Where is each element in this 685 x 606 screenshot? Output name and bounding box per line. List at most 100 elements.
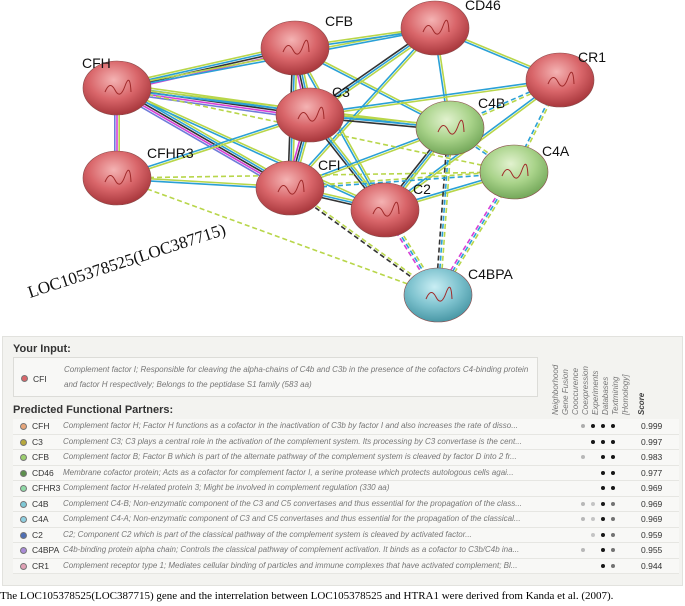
locus-label: LOC105378525(LOC387715) <box>25 220 228 302</box>
node-bubble[interactable] <box>275 87 345 143</box>
evidence-dot <box>611 517 615 521</box>
edge-C4B-C4BPA[interactable] <box>439 128 453 296</box>
partner-description: Complement C3; C3 plays a central role i… <box>63 436 522 446</box>
node-cfb[interactable]: CFB <box>260 13 353 76</box>
column-header: Databases <box>601 376 610 415</box>
edge-CFI-C4A[interactable] <box>290 172 515 190</box>
partner-row[interactable]: C2 C2; Component C2 which is part of the … <box>13 527 679 543</box>
evidence-dot <box>601 486 605 490</box>
node-c4bpa[interactable]: C4BPA <box>403 266 514 323</box>
edge-C4B-C4BPA[interactable] <box>437 127 451 296</box>
node-c4a[interactable]: C4A <box>479 143 570 200</box>
edge-C4B-C4BPA[interactable] <box>435 127 449 295</box>
edge-CR1-C3[interactable] <box>310 80 561 117</box>
edge-CFI-C4A[interactable] <box>289 170 514 188</box>
evidence-dot <box>581 455 585 459</box>
edge-CR1-C3[interactable] <box>309 78 560 115</box>
edge-C3-CFHR3[interactable] <box>116 113 310 178</box>
node-cfh[interactable]: CFH <box>82 55 152 116</box>
partner-gene: CFH <box>32 421 50 431</box>
node-label: CFB <box>325 13 353 29</box>
node-bubble[interactable] <box>525 52 595 108</box>
node-label: C2 <box>413 181 431 197</box>
node-c2[interactable]: C2 <box>350 181 431 238</box>
partner-score: 0.997 <box>641 436 663 447</box>
node-cd46[interactable]: CD46 <box>400 0 501 56</box>
node-bubble[interactable] <box>400 0 470 56</box>
evidence-dot <box>611 424 615 428</box>
edge-CFH-CFI[interactable] <box>116 87 291 189</box>
evidence-dot <box>601 439 605 444</box>
edge-C3-CFHR3[interactable] <box>117 115 311 180</box>
node-bubble[interactable] <box>255 160 325 216</box>
evidence-dot <box>591 517 595 521</box>
edge-CFH-CFI[interactable] <box>115 89 290 191</box>
partner-score: 0.969 <box>641 483 663 493</box>
partner-score: 0.977 <box>641 467 663 478</box>
evidence-dot <box>601 424 605 428</box>
node-label: CFHR3 <box>147 145 194 161</box>
node-bubble[interactable] <box>82 60 152 116</box>
evidence-dot <box>611 486 615 490</box>
protein-dot-icon <box>20 547 27 554</box>
structure-icon <box>277 179 305 195</box>
column-header: Cooccurence <box>571 367 580 415</box>
partner-score: 0.944 <box>641 560 663 571</box>
partner-description: Membrane cofactor protein; Acts as a cof… <box>63 467 514 477</box>
evidence-dot <box>601 548 605 552</box>
protein-dot-icon <box>20 562 27 570</box>
edge-CFHR3-C4BPA[interactable] <box>116 177 439 296</box>
protein-dot-icon <box>20 516 27 523</box>
edge-CFH-CFI[interactable] <box>114 91 289 193</box>
partner-gene: C2 <box>32 529 43 540</box>
node-bubble[interactable] <box>403 267 473 323</box>
evidence-dot <box>611 501 615 506</box>
evidence-dot <box>581 548 585 552</box>
structure-icon <box>282 39 310 55</box>
input-protein[interactable]: CFI Complement factor I; Responsible for… <box>13 357 538 397</box>
edge-CFB-C2[interactable] <box>295 47 387 210</box>
protein-dot-icon <box>20 438 27 446</box>
protein-dot-icon <box>20 500 27 508</box>
evidence-dot <box>601 517 605 521</box>
partner-description: C4b-binding protein alpha chain; Control… <box>63 545 520 554</box>
node-bubble[interactable] <box>82 150 152 206</box>
evidence-dot <box>601 455 605 459</box>
edge-CFHR3-C4A[interactable] <box>116 171 515 179</box>
node-cfhr3[interactable]: CFHR3 <box>82 145 194 206</box>
partner-gene: C4A <box>32 514 49 524</box>
partner-gene: CFB <box>32 452 49 462</box>
node-label: CR1 <box>578 49 606 65</box>
node-bubble[interactable] <box>479 144 549 200</box>
column-header: Neighborhood <box>551 364 560 415</box>
node-bubble[interactable] <box>415 100 485 156</box>
node-label: CD46 <box>465 0 501 13</box>
protein-dot-icon <box>20 454 27 461</box>
node-cfi[interactable]: CFI <box>255 157 341 216</box>
structure-icon <box>104 79 132 95</box>
evidence-dot <box>591 532 595 537</box>
protein-dot-icon <box>21 375 28 382</box>
protein-dot-icon <box>20 469 27 477</box>
edge-CFH-C2[interactable] <box>116 88 385 212</box>
partner-score: 0.969 <box>641 514 663 524</box>
node-label: C4B <box>478 95 505 111</box>
node-c3[interactable]: C3 <box>275 84 350 143</box>
edge-CFH-C2[interactable] <box>117 86 386 210</box>
evidence-dot <box>611 439 615 444</box>
node-cr1[interactable]: CR1 <box>525 49 606 108</box>
node-bubble[interactable] <box>260 20 330 76</box>
node-c4b[interactable]: C4B <box>415 95 505 156</box>
node-label: CFH <box>82 55 111 71</box>
partner-description: C2; Component C2 which is part of the cl… <box>63 529 472 539</box>
node-bubble[interactable] <box>350 182 420 238</box>
